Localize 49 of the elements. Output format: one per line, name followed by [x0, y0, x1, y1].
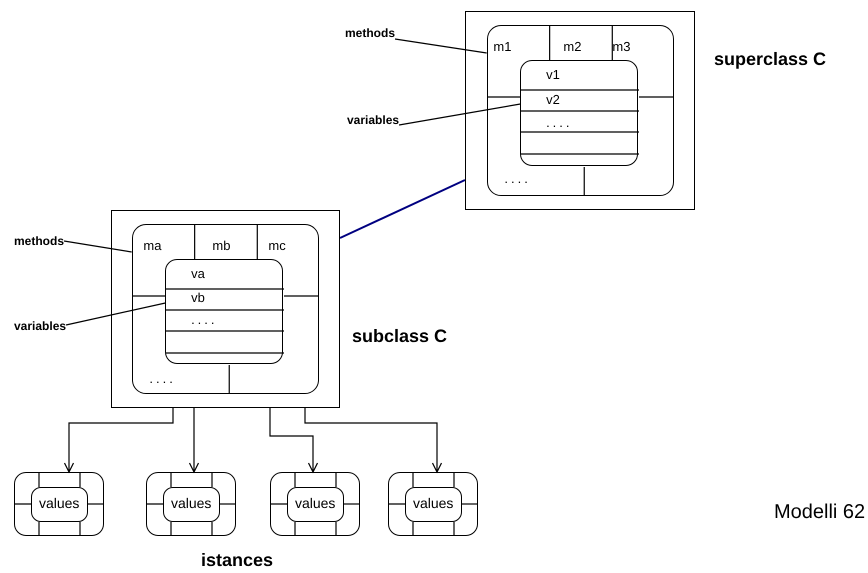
- variable-name: va: [191, 266, 205, 282]
- method-ring: [486, 24, 674, 196]
- values-box: [162, 486, 220, 522]
- instance-box: [270, 472, 360, 536]
- variable-box: [165, 259, 284, 364]
- method-name: ma: [143, 238, 162, 254]
- variable-name: ....: [546, 115, 573, 130]
- values-box: [286, 486, 344, 522]
- variable-name: ....: [191, 312, 218, 328]
- leader-line: [398, 103, 520, 126]
- variable-name: vb: [191, 290, 205, 306]
- leader-line: [64, 240, 132, 253]
- method-name: m3: [612, 39, 630, 54]
- callout-label: methods: [14, 234, 64, 249]
- values-text: values: [38, 496, 80, 512]
- class-name: superclass C: [714, 48, 826, 70]
- leader-line: [66, 302, 166, 326]
- values-text: values: [412, 496, 454, 512]
- group-caption: istances: [200, 549, 274, 572]
- values-box: [30, 486, 88, 522]
- leader-line: [394, 38, 487, 54]
- method-name: ....: [504, 171, 531, 186]
- callout-label: variables: [347, 113, 400, 128]
- method-name: m2: [563, 39, 582, 54]
- class-box: [111, 210, 340, 408]
- instance-box: [146, 472, 236, 536]
- method-name: mb: [212, 238, 230, 254]
- method-name: ....: [149, 371, 176, 386]
- instance-box: [388, 472, 478, 536]
- class-name: subclass C: [352, 325, 448, 347]
- values-text: values: [294, 496, 336, 512]
- method-ring: [132, 224, 319, 394]
- values-text: values: [170, 496, 212, 512]
- arrow: [269, 408, 318, 473]
- class-box: [465, 11, 695, 210]
- instance-box: [14, 472, 104, 536]
- variable-box: [520, 60, 638, 166]
- connector-line: [340, 179, 466, 239]
- arrow: [64, 408, 174, 473]
- variable-name: v2: [546, 92, 560, 108]
- callout-label: variables: [14, 319, 66, 334]
- method-name: m1: [493, 39, 512, 54]
- arrow: [304, 408, 442, 473]
- arrow: [188, 408, 200, 473]
- variable-name: v1: [546, 67, 560, 82]
- callout-label: methods: [345, 26, 396, 41]
- method-name: mc: [268, 238, 286, 254]
- values-box: [404, 486, 462, 522]
- page-number: Modelli 62: [774, 500, 866, 524]
